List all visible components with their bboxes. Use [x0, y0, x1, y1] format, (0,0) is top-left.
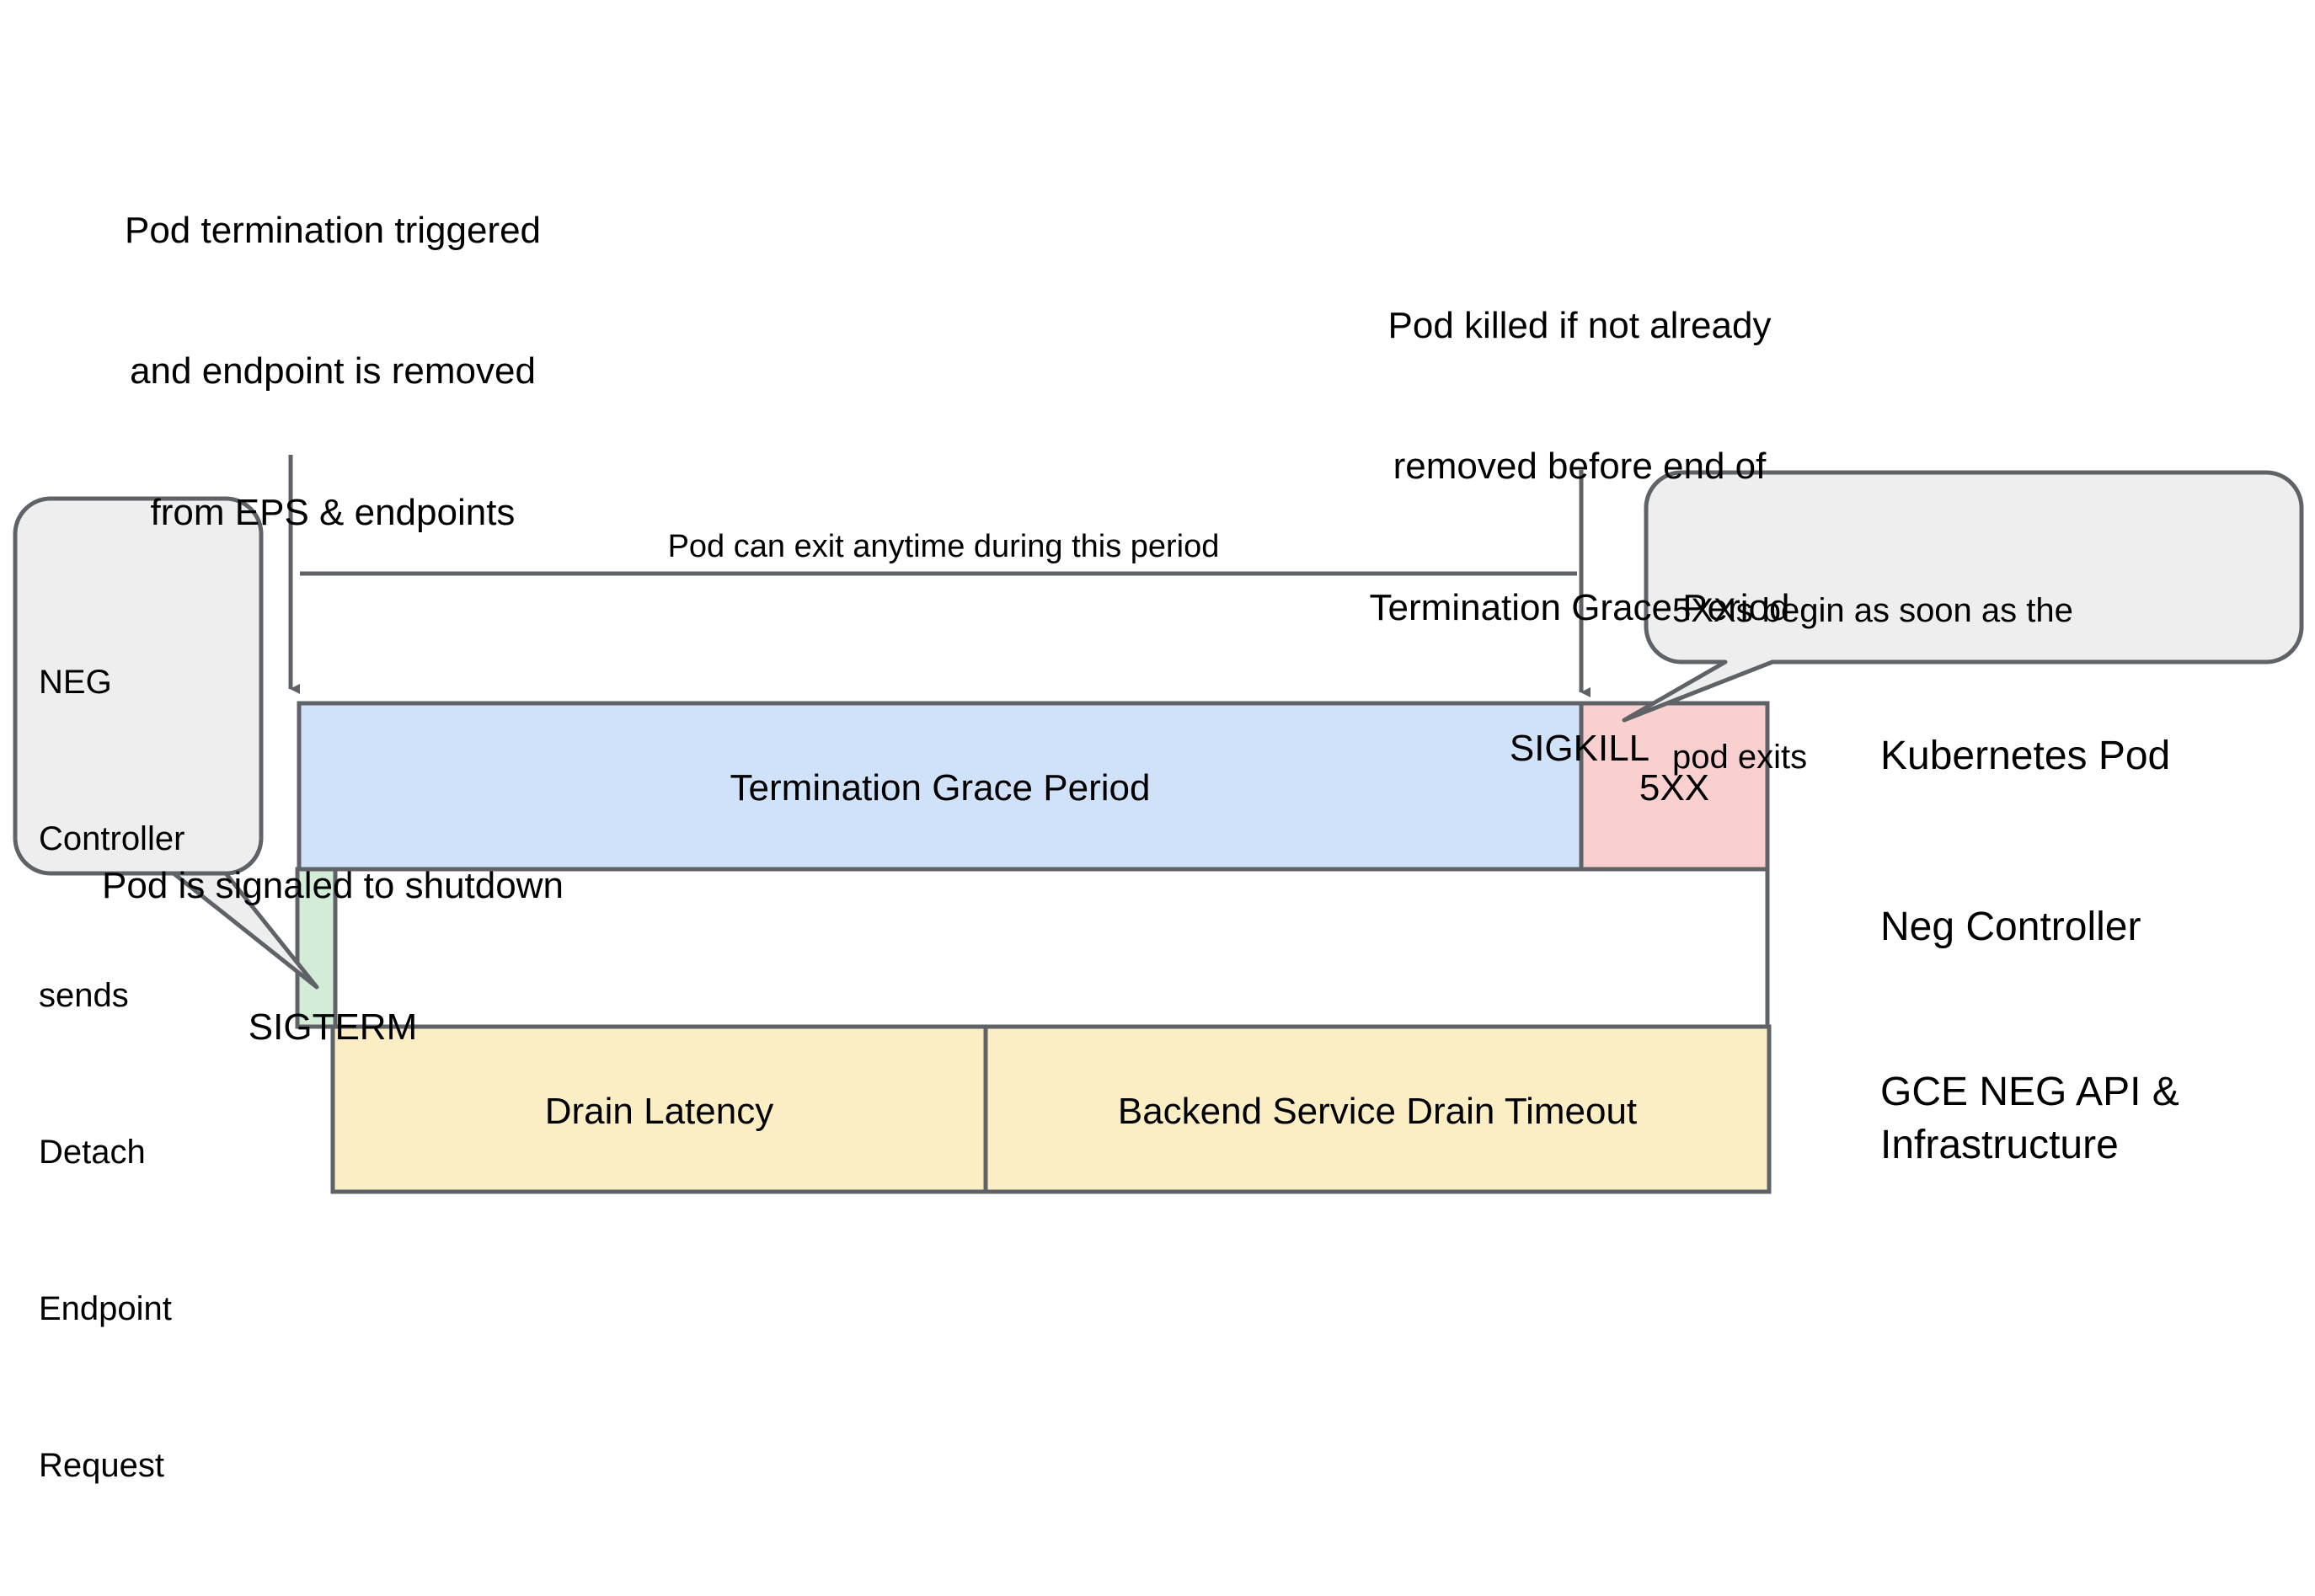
- neg-controller-callout-text: NEG Controller sends Detach Endpoint Req…: [39, 552, 275, 1596]
- diagram-vector-layer: [13, 455, 2304, 1194]
- lane-label-line: GCE NEG API &: [1880, 1070, 2179, 1114]
- lane-label-kubernetes-pod: Kubernetes Pod: [1880, 734, 2171, 778]
- backend-service-drain-timeout-label: Backend Service Drain Timeout: [1117, 1091, 1638, 1132]
- five-xx-bar: [1579, 701, 1770, 872]
- five-xx-label: 5XX: [1639, 767, 1710, 809]
- callout-line: Endpoint: [39, 1290, 172, 1327]
- gce-neg-lane-bar: [330, 1024, 1772, 1194]
- callout-line: NEG: [39, 664, 112, 701]
- annotation-line: SIGKILL: [1509, 728, 1650, 770]
- callout-line: Controller: [39, 820, 185, 857]
- annotation-line: from EPS & endpoints: [150, 491, 516, 533]
- neg-controller-lane-rect: [331, 867, 1770, 1029]
- annotation-line: Pod killed if not already: [1387, 304, 1772, 346]
- annotation-pod-sigkill: Pod killed if not already removed before…: [1247, 208, 1912, 867]
- annotation-line: Pod is signaled to shutdown: [102, 864, 564, 906]
- five-xx-callout-text: 5XXs begin as soon as the pod exits: [1672, 488, 2262, 879]
- drain-latency-bar: [330, 1024, 988, 1194]
- callout-line: Request: [39, 1447, 164, 1484]
- callout-line: pod exits: [1672, 739, 1808, 776]
- exit-window-span-label: Pod can exit anytime during this period: [667, 529, 1220, 564]
- callout-line: 5XXs begin as soon as the: [1672, 592, 2073, 629]
- annotation-top-right: Pod killed if not already removed before…: [1247, 114, 1912, 961]
- five-xx-callout-bubble: [1622, 470, 2304, 723]
- drain-latency-label: Drain Latency: [544, 1091, 774, 1132]
- annotation-line: Pod termination triggered: [124, 209, 542, 251]
- callout-line: Detach: [39, 1134, 146, 1171]
- annotation-pod-termination-triggered: Pod termination triggered and endpoint i…: [0, 113, 666, 631]
- lane-label-gce-neg-api: GCE NEG API & Infrastructure: [1880, 1065, 2179, 1172]
- callout-line: sends: [39, 977, 129, 1014]
- annotation-line: SIGTERM: [248, 1006, 418, 1048]
- lane-label-neg-controller: Neg Controller: [1880, 905, 2141, 949]
- neg-controller-callout-bubble: [13, 496, 319, 990]
- annotation-pod-sigterm: Pod is signaled to shutdown SIGTERM: [0, 768, 666, 1145]
- annotation-line: Termination Grace Period: [1369, 586, 1790, 628]
- annotation-line: and endpoint is removed: [130, 350, 536, 392]
- annotation-line: removed before end of: [1393, 446, 1767, 488]
- lane-label-line: Infrastructure: [1880, 1123, 2119, 1168]
- termination-grace-period-label: Termination Grace Period: [730, 767, 1151, 809]
- annotation-top-left: Pod termination triggered and endpoint i…: [0, 19, 666, 1239]
- detach-endpoint-request-bar: [295, 867, 338, 1029]
- termination-grace-period-bar: [297, 701, 1584, 872]
- backend-service-drain-timeout-bar: [983, 1024, 1772, 1194]
- diagram-canvas: Pod termination triggered and endpoint i…: [13, 114, 2304, 1484]
- kubernetes-pod-lane-bar: [297, 701, 1770, 872]
- neg-controller-lane-bar: [295, 867, 1770, 1029]
